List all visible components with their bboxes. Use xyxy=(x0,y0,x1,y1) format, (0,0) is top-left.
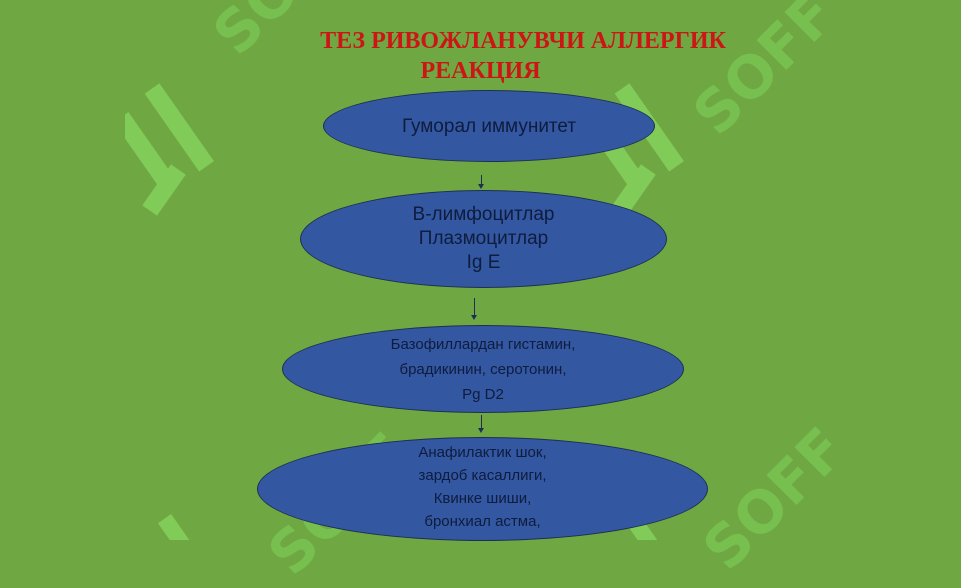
watermark-logo-icon xyxy=(627,517,665,540)
node-text: В-лимфоцитлар xyxy=(412,204,555,225)
node-text: Квинке шиши, xyxy=(433,490,532,507)
node-text: Гуморал иммунитет xyxy=(401,115,577,137)
node-text: брадикинин, серотонин, xyxy=(399,360,567,378)
title-line-1: ТЕЗ РИВОЖЛАНУВЧИ АЛЛЕРГИК xyxy=(320,28,726,54)
node-b-lymphocytes: В-лимфоцитлар Плазмоцитлар Ig E xyxy=(300,190,667,288)
watermark-text: SOFF xyxy=(690,414,859,584)
node-text: зардоб касаллиги, xyxy=(418,467,547,484)
node-basophil-mediators: Базофиллардан гистамин, брадикинин, серо… xyxy=(282,325,684,413)
node-text: Ig E xyxy=(466,252,501,273)
node-text: Анафилактик шок, xyxy=(418,444,547,461)
node-text: бронхиал астма, xyxy=(424,513,541,530)
page-title: ТЕЗ РИВОЖЛАНУВЧИ АЛЛЕРГИК РЕАКЦИЯ xyxy=(0,26,961,86)
node-text: Базофиллардан гистамин, xyxy=(390,335,576,353)
watermark-logo-icon xyxy=(125,83,214,216)
arrow-connector xyxy=(478,415,484,433)
node-humoral-immunity: Гуморал иммунитет xyxy=(323,90,655,162)
title-line-2: РЕАКЦИЯ xyxy=(420,58,541,84)
node-clinical-manifestations: Анафилактик шок, зардоб касаллиги, Квинк… xyxy=(257,437,708,541)
arrow-connector xyxy=(471,298,477,320)
node-text: Плазмоцитлар xyxy=(418,228,549,249)
node-text: Pg D2 xyxy=(462,385,504,403)
watermark-logo-icon xyxy=(157,514,195,540)
arrow-connector xyxy=(478,175,484,189)
